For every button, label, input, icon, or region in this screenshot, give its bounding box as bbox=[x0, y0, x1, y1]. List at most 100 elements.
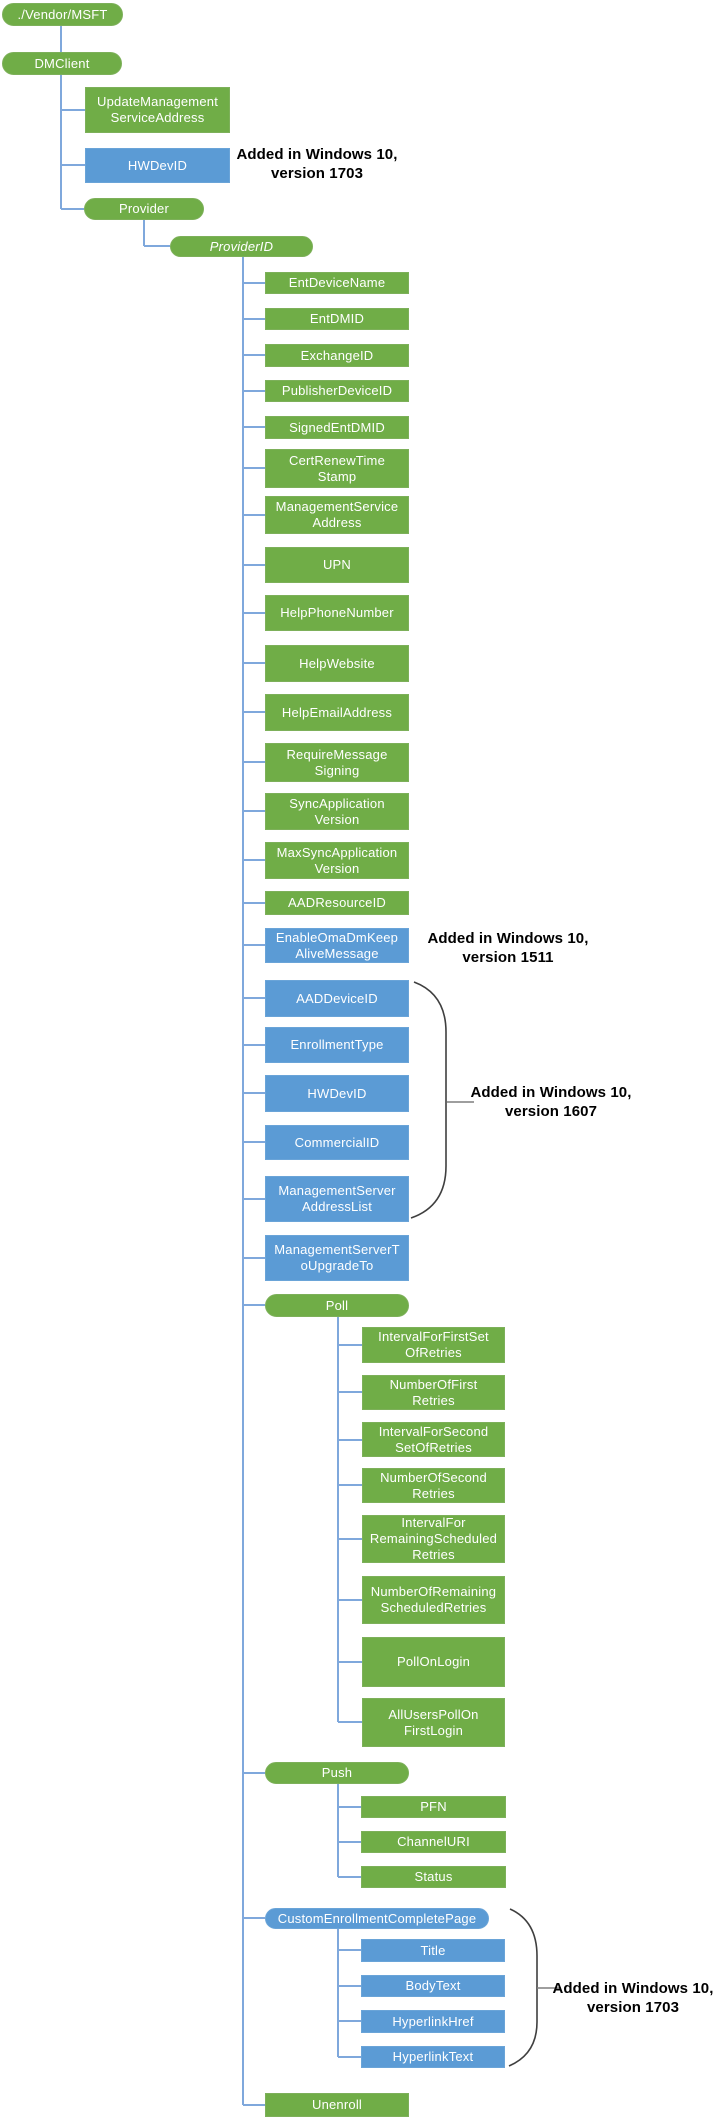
node-help-email-address: HelpEmailAddress bbox=[265, 694, 409, 731]
node-label-line: RequireMessage bbox=[286, 746, 388, 762]
node-label-line: AliveMessage bbox=[295, 945, 379, 961]
annotation-1511: Added in Windows 10, version 1511 bbox=[390, 929, 626, 967]
node-hwdevid-provider: HWDevID bbox=[265, 1075, 409, 1112]
node-label-line: ./Vendor/MSFT bbox=[17, 6, 108, 22]
node-label-line: EnrollmentType bbox=[290, 1037, 384, 1052]
node-label-line: ScheduledRetries bbox=[380, 1600, 487, 1615]
node-help-website: HelpWebsite bbox=[265, 645, 409, 682]
node-label-line: CustomEnrollmentCompletePage bbox=[277, 1910, 477, 1926]
node-enrollment-type: EnrollmentType bbox=[265, 1027, 409, 1063]
node-label-line: FirstLogin bbox=[403, 1722, 464, 1738]
node-label-line: EntDeviceName bbox=[288, 275, 386, 290]
node-label-line: NumberOfFirst bbox=[389, 1376, 478, 1392]
node-label-line: HWDevID bbox=[127, 157, 188, 173]
node-label-line: HWDevID bbox=[307, 1085, 367, 1101]
node-upn: UPN bbox=[265, 547, 409, 583]
annotation-line: Added in Windows 10, bbox=[427, 930, 589, 947]
node-label-line: ExchangeID bbox=[300, 347, 374, 363]
node-label-line: ManagementServer bbox=[278, 1183, 396, 1198]
node-label-line: Retries bbox=[412, 1547, 455, 1562]
node-dmclient: DMClient bbox=[2, 52, 122, 75]
node-ent-device-name: EntDeviceName bbox=[265, 272, 409, 294]
node-status: Status bbox=[361, 1866, 506, 1888]
node-commercial-id: CommercialID bbox=[265, 1125, 409, 1160]
node-label-line: Status bbox=[414, 1869, 453, 1884]
node-title: Title bbox=[361, 1939, 505, 1962]
node-hyperlink-text: HyperlinkText bbox=[361, 2046, 505, 2068]
node-label-line: HelpWebsite bbox=[299, 655, 375, 671]
node-push: Push bbox=[265, 1762, 409, 1784]
node-label-line: Signing bbox=[314, 762, 360, 778]
node-label-line: SignedEntDMID bbox=[289, 419, 385, 435]
brace-1703 bbox=[508, 1908, 538, 2067]
node-label-line: Provider bbox=[118, 201, 169, 216]
node-aad-device-id: AADDeviceID bbox=[265, 980, 409, 1017]
annotation-1703-custom-page: Added in Windows 10,version 1703 bbox=[515, 1979, 716, 2017]
node-label-line: ManagementService bbox=[275, 499, 399, 514]
node-label-line: EntDMID bbox=[309, 311, 365, 326]
node-label-line: Address bbox=[312, 515, 362, 530]
node-label-line: HelpEmailAddress bbox=[281, 704, 393, 720]
node-pfn: PFN bbox=[361, 1796, 506, 1818]
node-provider: Provider bbox=[84, 198, 204, 220]
annotation-line: version 1607 bbox=[504, 1103, 598, 1120]
node-label-line: EnableOmaDmKeep bbox=[275, 929, 399, 945]
node-label-line: ProviderID bbox=[209, 238, 274, 254]
node-label-line: HyperlinkHref bbox=[392, 2013, 474, 2029]
node-label-line: HyperlinkText bbox=[392, 2049, 474, 2064]
node-label-line: ManagementServerT bbox=[274, 1242, 400, 1257]
node-label-line: Poll bbox=[325, 1297, 349, 1313]
annotation-1607: Added in Windows 10, version 1607 bbox=[433, 1083, 669, 1121]
node-hyperlink-href: HyperlinkHref bbox=[361, 2010, 505, 2033]
node-aad-resource-id: AADResourceID bbox=[265, 891, 409, 915]
node-label-line: UpdateManagement bbox=[97, 94, 218, 109]
node-label-line: ServiceAddress bbox=[110, 110, 205, 125]
node-help-phone-number: HelpPhoneNumber bbox=[265, 595, 409, 631]
node-label-line: SyncApplication bbox=[289, 795, 385, 811]
node-body-text: BodyText bbox=[361, 1975, 505, 1997]
node-label-line: UPN bbox=[322, 557, 352, 572]
node-label-line: PollOnLogin bbox=[396, 1654, 471, 1669]
node-label-line: IntervalForSecond bbox=[378, 1423, 489, 1439]
node-label-line: Version bbox=[314, 860, 360, 876]
node-label-line: MaxSyncApplication bbox=[276, 844, 398, 860]
node-label-line: Version bbox=[314, 811, 360, 827]
node-ent-dmid: EntDMID bbox=[265, 308, 409, 330]
node-label-line: DMClient bbox=[34, 55, 90, 71]
annotation-line: Added in Windows 10, bbox=[236, 146, 398, 163]
annotation-line: Added in Windows 10, bbox=[552, 1980, 714, 1997]
node-signed-ent-dmid: SignedEntDMID bbox=[265, 416, 409, 439]
annotation-line: version 1511 bbox=[462, 949, 554, 966]
node-label-line: RemainingScheduled bbox=[369, 1531, 498, 1546]
node-label-line: IntervalForFirstSet bbox=[378, 1329, 489, 1344]
node-vendor-msft: ./Vendor/MSFT bbox=[2, 3, 123, 26]
annotation-line: Added in Windows 10, bbox=[470, 1084, 632, 1101]
annotation-1703-hwdevid: Added in Windows 10, version 1703 bbox=[199, 145, 435, 183]
node-label-line: Title bbox=[420, 1942, 446, 1958]
annotation-line: version 1703 bbox=[270, 165, 364, 182]
node-label-line: AADResourceID bbox=[288, 895, 386, 910]
node-label-line: CertRenewTime bbox=[288, 452, 386, 468]
node-label-line: OfRetries bbox=[405, 1345, 462, 1360]
node-channel-uri: ChannelURI bbox=[361, 1831, 506, 1853]
brace-1607 bbox=[410, 981, 447, 1219]
node-hwdevid: HWDevID bbox=[85, 148, 230, 183]
node-label-line: CommercialID bbox=[294, 1134, 380, 1150]
node-label-line: Retries bbox=[412, 1485, 455, 1501]
node-label-line: BodyText bbox=[405, 1978, 461, 1993]
